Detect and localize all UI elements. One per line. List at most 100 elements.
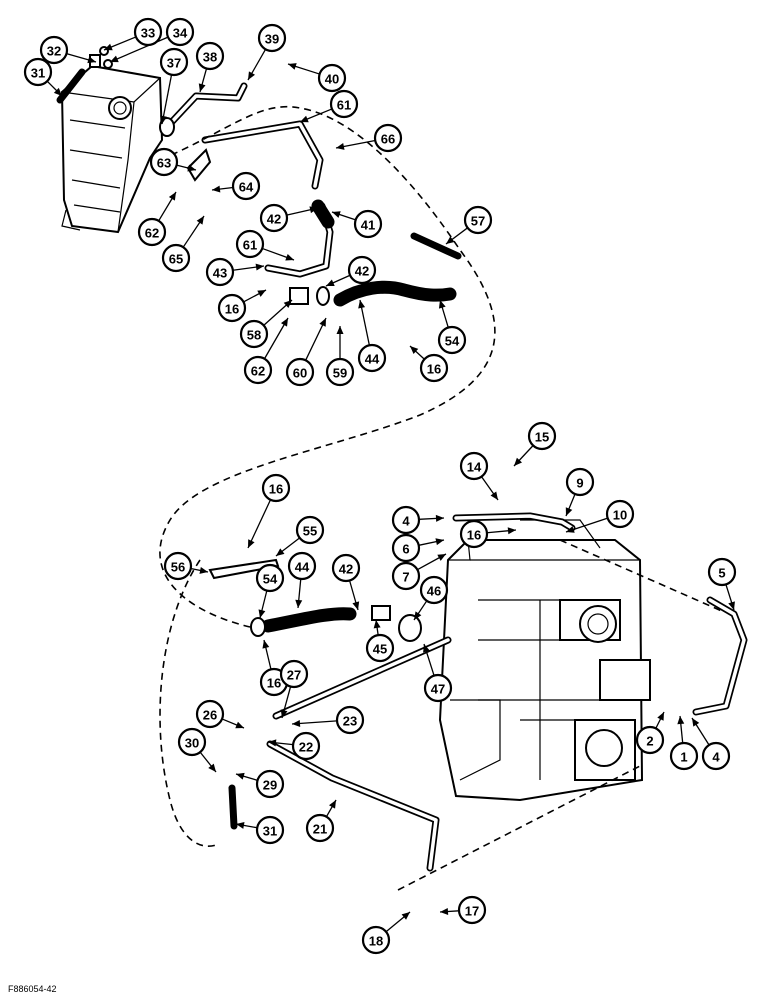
callout-circle xyxy=(459,451,489,481)
callout-arrowhead xyxy=(657,712,664,721)
callout-57: 57 xyxy=(463,205,493,235)
callout-number: 41 xyxy=(361,218,375,233)
callout-circle xyxy=(605,499,635,529)
callout-number: 58 xyxy=(247,328,261,343)
callout-circle xyxy=(423,673,453,703)
callout-arrowhead xyxy=(423,644,430,653)
tube-right xyxy=(692,596,748,716)
callout-66: 66 xyxy=(373,123,403,153)
callout-62: 62 xyxy=(243,355,273,385)
tube-top-right xyxy=(452,512,576,532)
callout-10: 10 xyxy=(605,499,635,529)
callout-arrowhead xyxy=(319,318,326,327)
callout-arrowhead xyxy=(490,491,498,500)
callout-47: 47 xyxy=(423,673,453,703)
bracket xyxy=(186,148,212,182)
callout-circle xyxy=(331,553,361,583)
callout-63: 63 xyxy=(149,147,179,177)
callout-26: 26 xyxy=(195,699,225,729)
callout-arrowhead xyxy=(257,290,266,297)
callout-arrowhead xyxy=(196,216,204,225)
callout-number: 45 xyxy=(373,642,387,657)
callout-circle xyxy=(373,123,403,153)
callout-62: 62 xyxy=(137,217,167,247)
callout-58: 58 xyxy=(239,319,269,349)
callout-16: 16 xyxy=(459,519,489,549)
callout-arrowhead xyxy=(255,263,264,271)
callout-number: 15 xyxy=(535,430,549,445)
callout-circle xyxy=(255,815,285,845)
callout-arrowhead xyxy=(280,709,288,718)
callout-circle xyxy=(437,325,467,355)
fitting-45 xyxy=(371,605,391,621)
callout-arrowhead xyxy=(352,601,360,610)
callout-circle xyxy=(419,575,449,605)
callout-leader xyxy=(247,499,272,549)
callout-arrowhead xyxy=(728,601,735,610)
callout-circle xyxy=(285,357,315,387)
callout-circle xyxy=(195,41,225,71)
callout-circle xyxy=(565,467,595,497)
callout-circle xyxy=(391,505,421,535)
callout-number: 54 xyxy=(263,572,278,587)
callout-arrowhead xyxy=(198,83,206,92)
callout-circle xyxy=(347,255,377,285)
callout-arrowhead xyxy=(53,87,62,96)
callout-arrowhead xyxy=(336,326,344,334)
callout-arrowhead xyxy=(283,300,292,308)
callout-32: 32 xyxy=(39,35,69,65)
callout-number: 6 xyxy=(402,542,409,557)
callout-arrowhead xyxy=(328,800,336,809)
callout-number: 16 xyxy=(225,302,239,317)
callout-arrowhead xyxy=(332,211,341,218)
callout-16: 16 xyxy=(261,473,291,503)
callout-arrowhead xyxy=(326,279,335,286)
return-tube xyxy=(159,82,248,137)
transmission-housing xyxy=(438,519,651,802)
callout-61: 61 xyxy=(329,89,359,119)
callout-9: 9 xyxy=(565,467,595,497)
callout-2: 2 xyxy=(635,725,665,755)
callout-60: 60 xyxy=(285,357,315,387)
callout-circle xyxy=(217,293,247,323)
callout-circle xyxy=(295,515,325,545)
callout-arrowhead xyxy=(440,908,449,915)
callout-arrowhead xyxy=(199,566,208,574)
callout-circle xyxy=(325,357,355,387)
callout-leader xyxy=(109,36,169,63)
suction-hose-upper xyxy=(333,280,457,307)
callout-number: 16 xyxy=(269,482,283,497)
callout-circle xyxy=(669,741,699,771)
callout-43: 43 xyxy=(205,257,235,287)
callout-arrowhead xyxy=(565,507,573,516)
callout-42: 42 xyxy=(259,203,289,233)
fitting xyxy=(410,232,462,260)
callout-arrowhead xyxy=(373,620,381,629)
callout-number: 16 xyxy=(467,528,481,543)
callout-number: 32 xyxy=(47,44,61,59)
callout-arrowhead xyxy=(208,763,216,772)
callout-number: 34 xyxy=(173,26,188,41)
routing-path-bottom xyxy=(397,539,725,891)
callout-arrowhead xyxy=(248,539,255,548)
callout-arrowhead xyxy=(437,554,446,561)
callout-arrowhead xyxy=(235,721,244,729)
callout-59: 59 xyxy=(325,357,355,387)
callout-22: 22 xyxy=(291,731,321,761)
callout-circle xyxy=(255,563,285,593)
callout-circle xyxy=(463,205,493,235)
callout-number: 43 xyxy=(213,266,227,281)
callout-arrowhead xyxy=(295,599,303,608)
callout-circle xyxy=(287,551,317,581)
callout-circle xyxy=(635,725,665,755)
callout-number: 10 xyxy=(613,508,627,523)
callout-number: 65 xyxy=(169,252,183,267)
callout-circle xyxy=(239,319,269,349)
callout-arrowhead xyxy=(401,912,410,920)
callout-42: 42 xyxy=(347,255,377,285)
callout-circle xyxy=(149,147,179,177)
callout-circle xyxy=(391,533,421,563)
callout-leader xyxy=(161,74,173,125)
callout-number: 4 xyxy=(402,514,410,529)
